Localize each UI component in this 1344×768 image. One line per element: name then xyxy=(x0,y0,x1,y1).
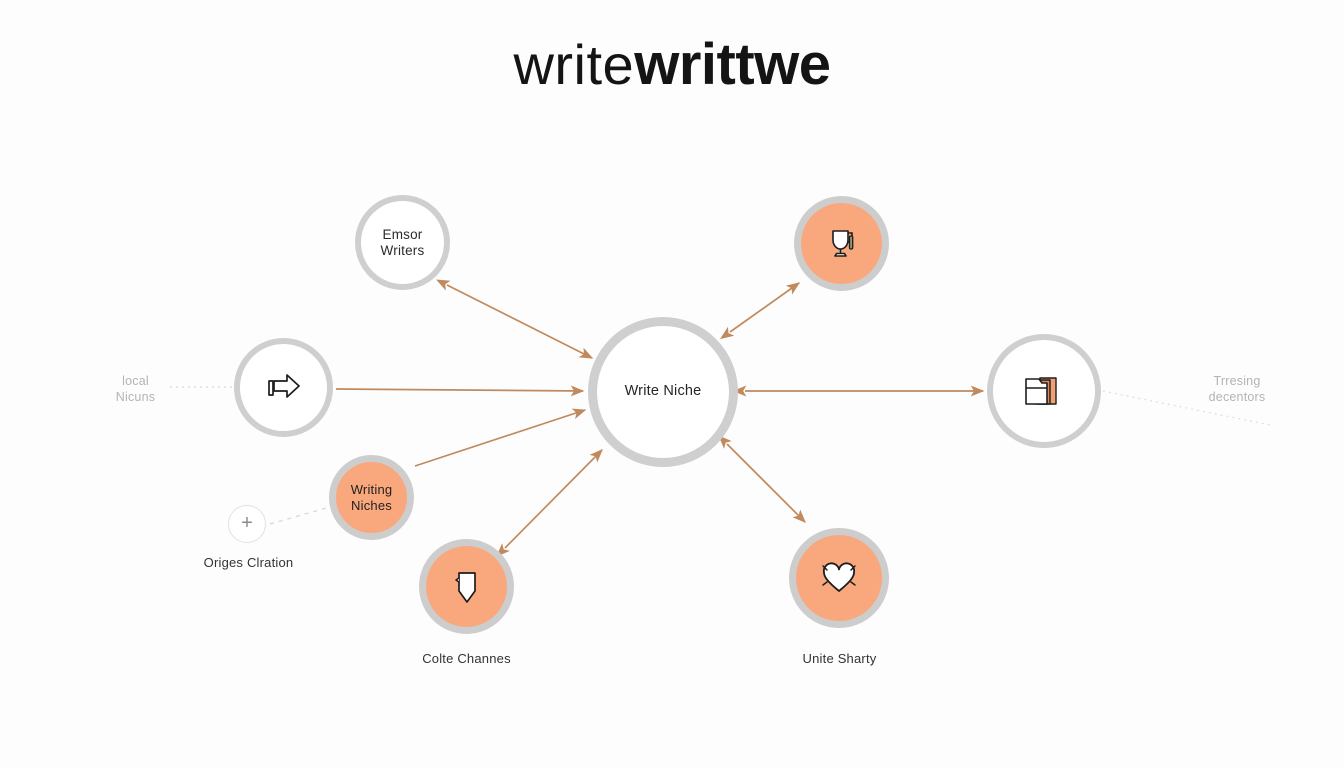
folder-icon xyxy=(993,340,1095,442)
node-folder[interactable] xyxy=(987,334,1101,448)
right-arrow-icon xyxy=(240,344,327,431)
node-writing-niches-label: Writing Niches xyxy=(350,482,393,513)
edge-writingniches-center xyxy=(414,408,587,467)
node-emsor-writers-label: Emsor Writers xyxy=(380,226,425,258)
edge-colte-center xyxy=(496,449,603,557)
edge-arrownode-center xyxy=(335,385,585,397)
title-bold-part: writtwe xyxy=(634,32,831,97)
title-light-part: write xyxy=(513,33,635,96)
node-colte-channes[interactable] xyxy=(419,539,514,634)
node-trophy[interactable] xyxy=(794,196,889,291)
page-title: writewrittwe xyxy=(0,36,1344,94)
add-node-button[interactable]: + xyxy=(228,505,266,543)
edge-emsor-center xyxy=(436,279,594,359)
caption-unite-sharty: Unite Sharty xyxy=(802,651,877,666)
node-unite-sharty[interactable] xyxy=(789,528,889,628)
caption-trresing-decentors: Trresing decentors xyxy=(1208,374,1266,404)
node-emsor-writers[interactable]: Emsor Writers xyxy=(355,195,450,290)
caption-colte-channes: Colte Channes xyxy=(422,651,511,666)
heart-icon xyxy=(796,535,882,621)
edge-plus-dashed xyxy=(269,504,338,525)
node-write-niche[interactable]: Write Niche xyxy=(588,317,738,467)
node-right-arrow[interactable] xyxy=(234,338,333,437)
caption-origes-clration: Origes Clration xyxy=(203,555,294,570)
plus-icon: + xyxy=(241,512,253,534)
node-write-niche-label: Write Niche xyxy=(624,383,702,400)
caption-local-nicuns: local Nicuns xyxy=(115,374,156,404)
node-writing-niches[interactable]: Writing Niches xyxy=(329,455,414,540)
edge-center-trophy xyxy=(720,282,801,340)
edge-center-unite xyxy=(718,435,806,523)
speech-pin-icon xyxy=(426,546,507,627)
trophy-icon xyxy=(801,203,882,284)
